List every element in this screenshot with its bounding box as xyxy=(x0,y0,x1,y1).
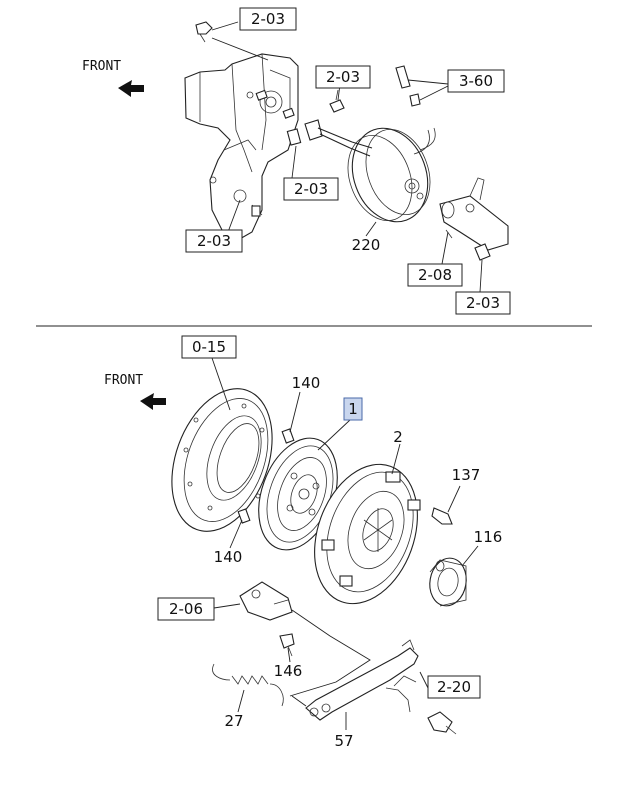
svg-text:2-03: 2-03 xyxy=(326,68,360,86)
part-number-140-bottom: 140 xyxy=(214,548,243,566)
master-cylinder xyxy=(439,177,509,261)
svg-text:0-15: 0-15 xyxy=(192,338,226,356)
return-spring xyxy=(212,663,284,707)
ref-box-2-03-e: 2-03 xyxy=(455,291,511,315)
part-number-220: 220 xyxy=(352,236,381,254)
clutch-fork xyxy=(305,639,419,721)
svg-text:2-03: 2-03 xyxy=(197,232,231,250)
svg-text:2-03: 2-03 xyxy=(466,294,500,312)
upper-leaders xyxy=(211,21,483,293)
pushrod xyxy=(286,119,353,149)
front-arrow-icon xyxy=(140,393,166,410)
bolt-top xyxy=(195,21,213,43)
svg-text:2-03: 2-03 xyxy=(294,180,328,198)
release-bearing xyxy=(429,557,467,607)
pivot-stud xyxy=(427,711,457,735)
lower-leaders xyxy=(211,357,479,730)
ref-box-2-06: 2-06 xyxy=(157,597,215,621)
ref-box-2-03-a: 2-03 xyxy=(239,7,297,31)
front-label-lower: FRONT xyxy=(104,373,143,388)
upper-assembly: FRONT xyxy=(82,7,511,315)
svg-text:3-60: 3-60 xyxy=(459,72,493,90)
ref-box-1-highlight: 1 xyxy=(343,397,363,421)
part-number-140-top: 140 xyxy=(292,374,321,392)
pressure-plate xyxy=(314,463,421,605)
brake-booster xyxy=(347,127,436,223)
fitting-middle xyxy=(329,89,345,113)
part-number-57: 57 xyxy=(334,732,353,750)
front-label-upper: FRONT xyxy=(82,59,121,74)
part-number-2: 2 xyxy=(393,428,403,446)
svg-text:2-06: 2-06 xyxy=(169,600,203,618)
ref-box-2-03-d: 2-03 xyxy=(185,229,243,253)
svg-text:2-03: 2-03 xyxy=(251,10,285,28)
front-arrow-icon xyxy=(118,80,144,97)
ref-box-0-15: 0-15 xyxy=(181,335,237,359)
ref-box-3-60: 3-60 xyxy=(447,69,505,93)
slave-cylinder xyxy=(239,581,293,621)
part-number-116: 116 xyxy=(474,528,503,546)
part-number-146: 146 xyxy=(274,662,303,680)
part-number-137: 137 xyxy=(452,466,481,484)
svg-text:1: 1 xyxy=(348,400,358,418)
vacuum-hose xyxy=(395,65,421,107)
lower-assembly: FRONT xyxy=(104,335,503,750)
flywheel xyxy=(171,388,273,532)
bolt-146 xyxy=(279,633,295,657)
svg-text:2-20: 2-20 xyxy=(437,678,471,696)
bolt-137 xyxy=(431,507,453,525)
ref-box-2-03-c: 2-03 xyxy=(283,177,339,201)
svg-text:2-08: 2-08 xyxy=(418,266,452,284)
ref-box-2-03-b: 2-03 xyxy=(315,65,371,89)
ref-box-2-20: 2-20 xyxy=(427,675,481,699)
ref-box-2-08: 2-08 xyxy=(407,263,463,287)
pedal-bracket xyxy=(184,53,299,241)
part-number-27: 27 xyxy=(224,712,243,730)
